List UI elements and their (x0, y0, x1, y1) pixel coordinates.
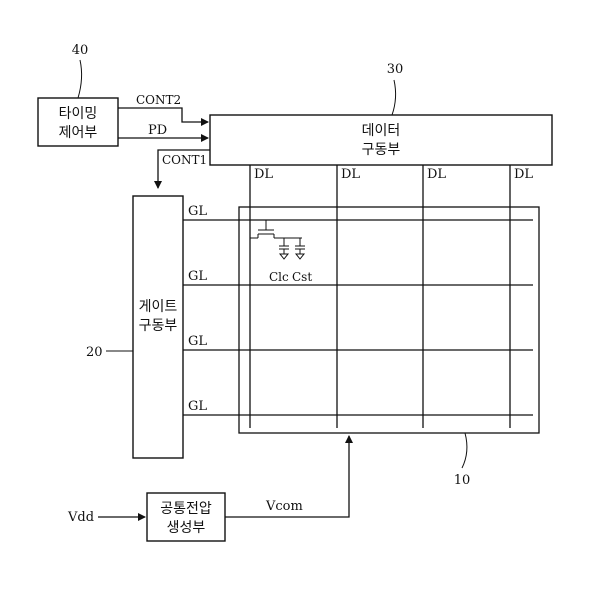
pd-label: PD (148, 123, 167, 138)
display-panel-ref: 10 (454, 473, 471, 488)
vcom-label: Vcom (265, 499, 303, 514)
cont2-line (118, 108, 208, 122)
timing-controller-ref-leader (78, 60, 82, 98)
cont1-label: CONT1 (162, 153, 207, 167)
liquid-crystal-capacitor-clc (279, 238, 289, 259)
gate-line-label-1: GL (188, 204, 207, 219)
gate-line-label-2: GL (188, 269, 207, 284)
vdd-label: Vdd (67, 510, 94, 525)
common-voltage-generator-label-2: 생성부 (167, 520, 206, 536)
data-line-label-1: DL (254, 167, 273, 182)
cst-label: Cst (292, 270, 312, 284)
data-driver-ref: 30 (387, 62, 404, 77)
gate-driver-label-2: 구동부 (139, 318, 178, 334)
clc-label: Clc (269, 270, 289, 284)
common-voltage-generator-label-1: 공통전압 (160, 501, 212, 517)
timing-controller-ref: 40 (72, 43, 89, 58)
gate-line-label-3: GL (188, 334, 207, 349)
data-line-label-4: DL (514, 167, 533, 182)
data-driver-ref-leader (392, 80, 396, 115)
cont2-label: CONT2 (136, 93, 181, 107)
gate-driver-ref: 20 (86, 345, 103, 360)
gate-driver-label-1: 게이트 (139, 299, 178, 315)
timing-controller-label-2: 제어부 (59, 125, 98, 141)
timing-controller-label-1: 타이밍 (59, 106, 98, 122)
data-driver-label-1: 데이터 (362, 123, 401, 139)
data-line-label-2: DL (341, 167, 360, 182)
pixel-thin-film-transistor (250, 220, 302, 238)
storage-capacitor-cst (295, 238, 305, 259)
data-driver-label-2: 구동부 (362, 142, 401, 158)
gate-line-label-4: GL (188, 399, 207, 414)
display-panel-ref-leader (462, 433, 467, 468)
data-line-label-3: DL (427, 167, 446, 182)
